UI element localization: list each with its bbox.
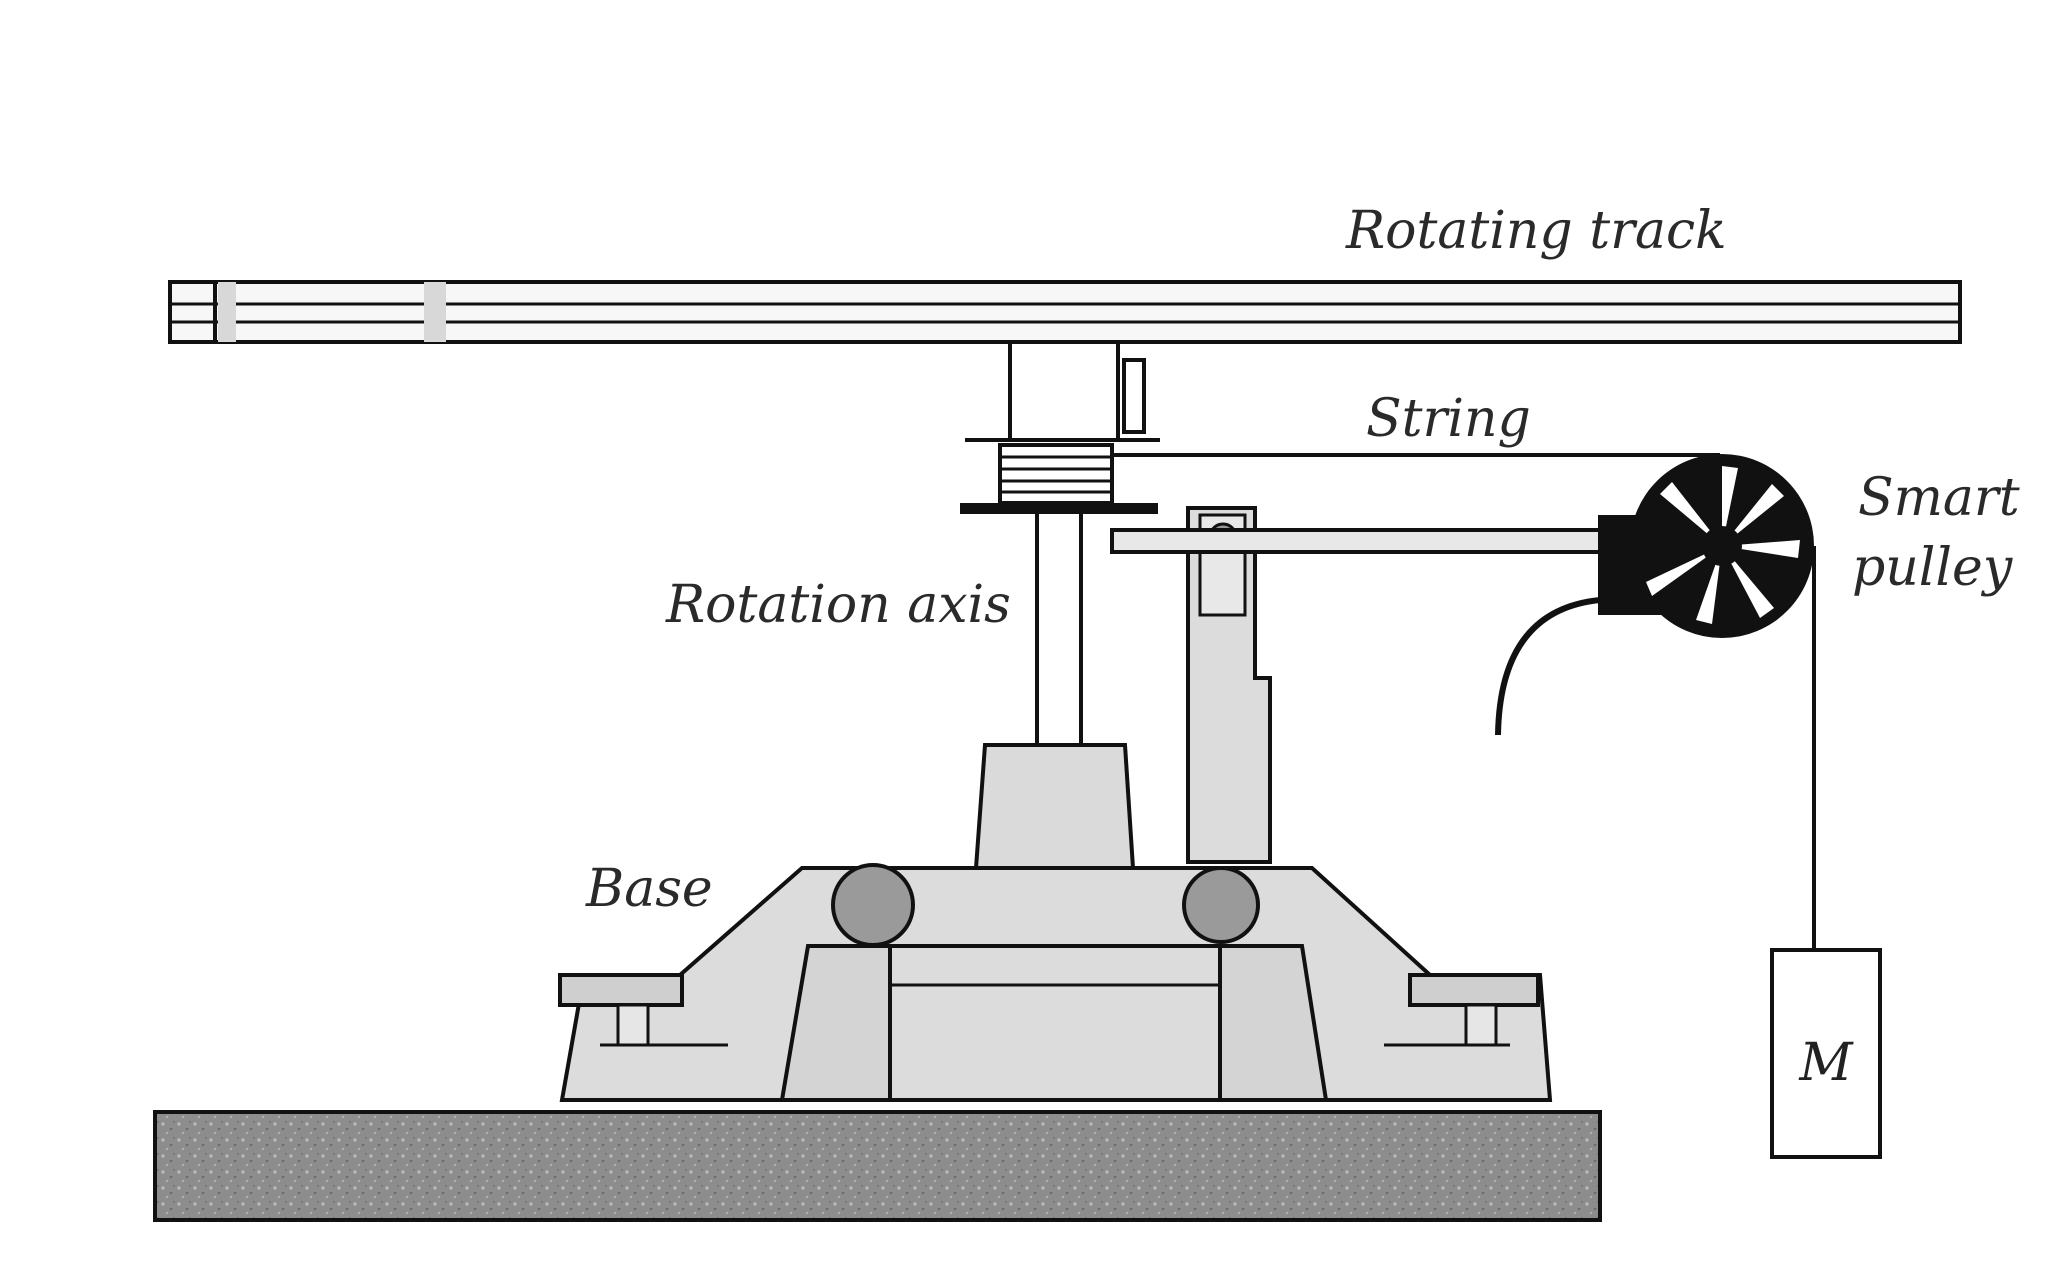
left-roller — [831, 863, 915, 947]
rotation-shaft — [1035, 510, 1083, 747]
sensor-cable — [1495, 597, 1601, 736]
smart-pulley-label-line2: pulley — [1852, 538, 2013, 598]
left-level-arm — [558, 973, 684, 1007]
base-label: Base — [585, 859, 713, 919]
mass-block — [1770, 948, 1882, 1159]
smart-pulley-icon — [1630, 454, 1814, 638]
smart-pulley-label-line1: Smart — [1858, 468, 2020, 528]
pulley-arm-rod — [1110, 528, 1604, 554]
mass-label: M — [1798, 1033, 1854, 1093]
table-slab — [153, 1110, 1602, 1222]
right-level-arm — [1408, 973, 1540, 1007]
string-label: String — [1366, 389, 1531, 449]
base-right-leg — [1218, 944, 1329, 1102]
axis-hub — [973, 743, 1136, 870]
right-roller — [1182, 866, 1260, 944]
rotation-axis-label: Rotation axis — [665, 575, 1011, 635]
spool-flange — [960, 503, 1158, 514]
track-mount — [1008, 340, 1120, 442]
string-spool — [998, 443, 1114, 505]
track-clip — [1122, 358, 1146, 434]
rotating-track-label: Rotating track — [1345, 201, 1727, 261]
